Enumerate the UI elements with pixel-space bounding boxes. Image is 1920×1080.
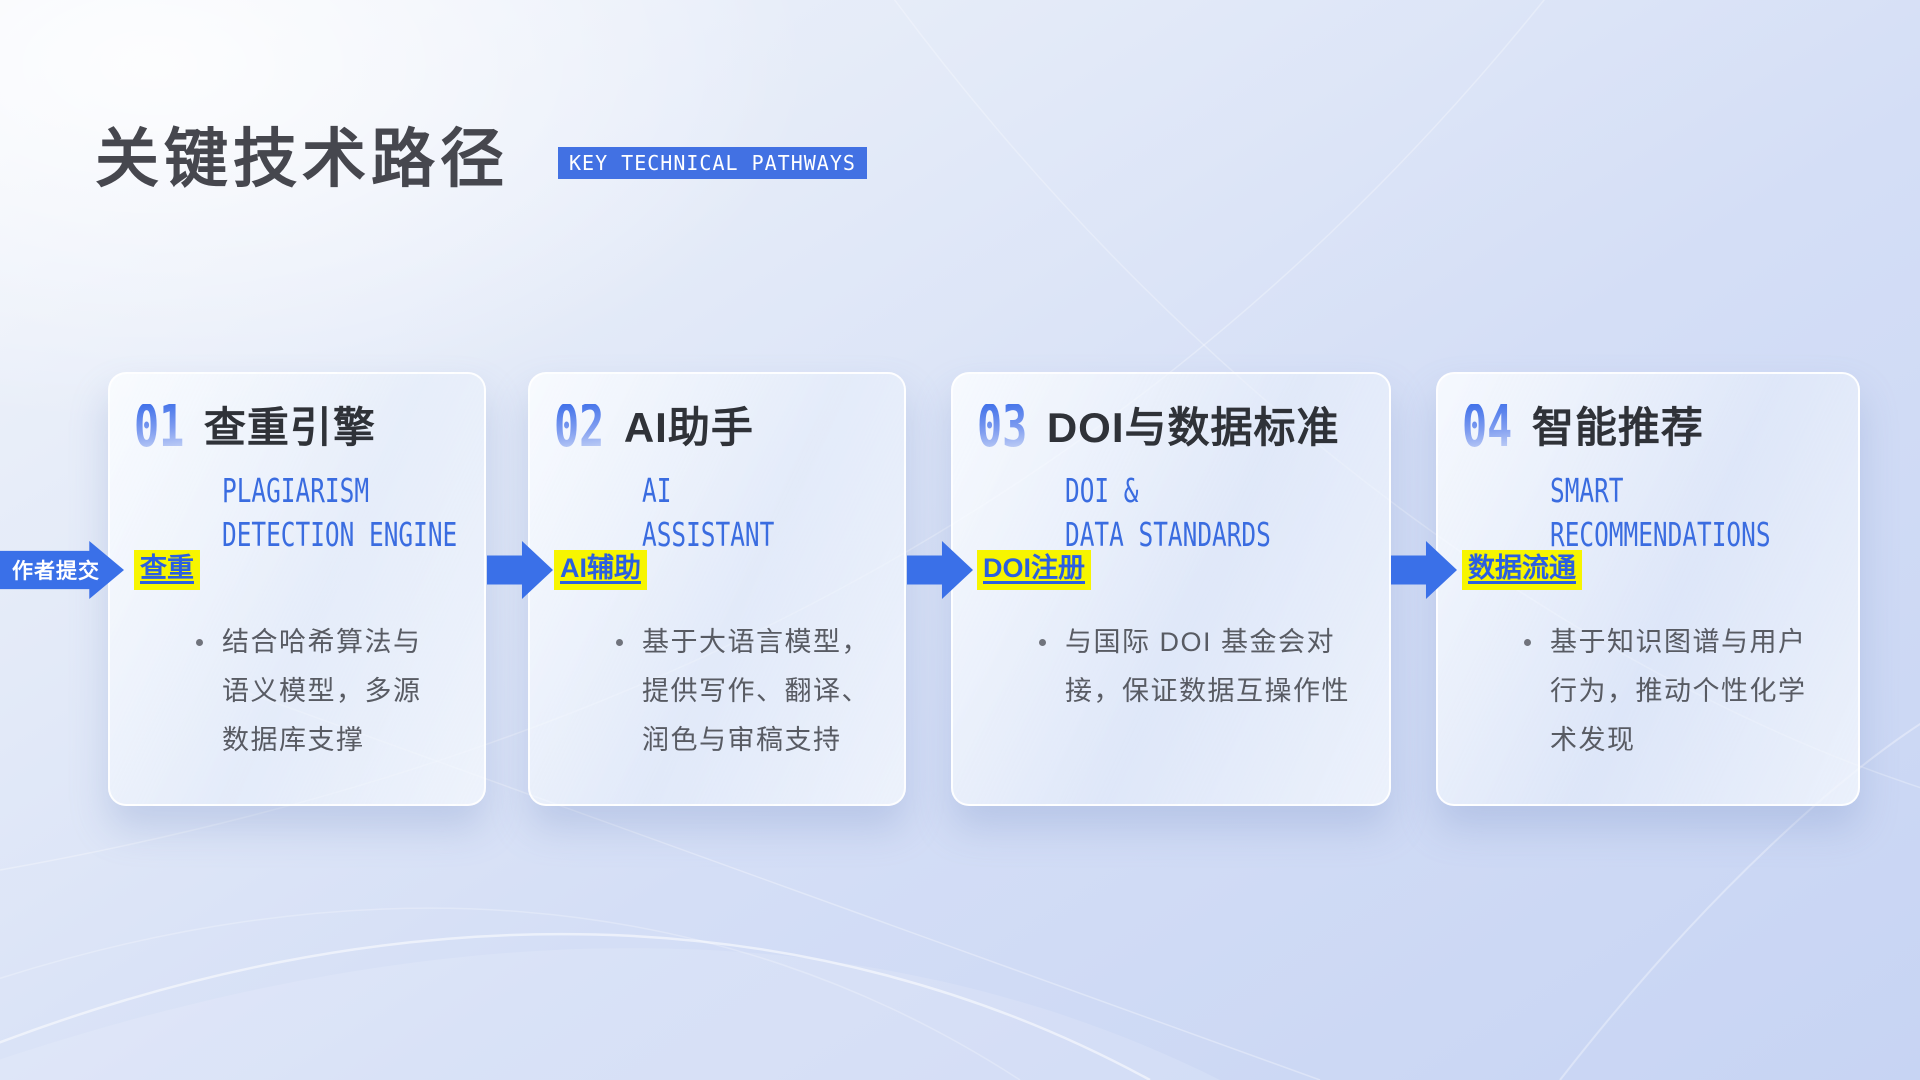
card-subtitle-line: PLAGIARISM [222,471,370,511]
step-card-smart-recommendations: 04 智能推荐 SMART RECOMMENDATIONS 数据流通 基于知识图… [1436,372,1860,806]
card-header: 02 AI助手 [554,392,904,460]
card-title: 智能推荐 [1531,404,1704,452]
highlight-tag: AI辅助 [554,550,647,591]
bullet-dot-icon [1039,639,1046,646]
bullet-text: 基于知识图谱与用户行为，推动个性化学术发现 [1550,627,1807,755]
bullet-text: 结合哈希算法与语义模型，多源数据库支撑 [222,627,422,755]
card-subtitle-line: DOI & [1065,471,1139,511]
bullet-text: 与国际 DOI 基金会对接，保证数据互操作性 [1065,627,1350,706]
bullet-dot-icon [196,639,203,646]
step-number: 01 [134,392,185,460]
step-number: 03 [977,392,1028,460]
card-subtitle-line: SMART [1550,471,1624,511]
bullet-dot-icon [1524,639,1531,646]
card-bullet: 基于知识图谱与用户行为，推动个性化学术发现 [1524,618,1820,765]
card-subtitle-line: RECOMMENDATIONS [1550,515,1771,555]
card-header: 04 智能推荐 [1462,392,1858,460]
entry-arrow-label: 作者提交 [12,560,100,583]
card-header: 03 DOI与数据标准 [977,392,1389,460]
card-bullet: 基于大语言模型，提供写作、翻译、润色与审稿支持 [616,618,884,765]
card-title: AI助手 [623,404,754,452]
card-subtitle: PLAGIARISM DETECTION ENGINE [222,469,458,557]
card-subtitle-line: ASSISTANT [642,515,775,555]
card-subtitle: DOI & DATA STANDARDS [1065,469,1305,557]
card-title: 查重引擎 [203,404,376,452]
card-subtitle: AI ASSISTANT [642,469,836,557]
card-title: DOI与数据标准 [1046,404,1340,452]
step-number: 02 [554,392,605,460]
bullet-dot-icon [616,639,623,646]
step-number: 04 [1462,392,1513,460]
entry-arrow: 作者提交 [0,541,124,599]
page-title: 关键技术路径 [95,123,509,195]
card-subtitle-line: AI [642,471,672,511]
step-card-plagiarism-engine: 01 查重引擎 PLAGIARISM DETECTION ENGINE 查重 结… [108,372,486,806]
highlight-tag: 查重 [134,550,200,591]
card-subtitle-line: DATA STANDARDS [1065,515,1271,555]
highlight-tag: 数据流通 [1462,550,1582,591]
card-subtitle: SMART RECOMMENDATIONS [1550,469,1778,557]
card-bullet: 结合哈希算法与语义模型，多源数据库支撑 [196,618,436,765]
card-subtitle-line: DETECTION ENGINE [222,515,458,555]
title-badge: KEY TECHNICAL PATHWAYS [558,147,867,179]
step-card-doi-data-standards: 03 DOI与数据标准 DOI & DATA STANDARDS DOI注册 与… [951,372,1391,806]
card-header: 01 查重引擎 [134,392,484,460]
card-bullet: 与国际 DOI 基金会对接，保证数据互操作性 [1039,618,1365,716]
step-card-ai-assistant: 02 AI助手 AI ASSISTANT AI辅助 基于大语言模型，提供写作、翻… [528,372,906,806]
bullet-text: 基于大语言模型，提供写作、翻译、润色与审稿支持 [642,627,870,755]
highlight-tag: DOI注册 [977,550,1092,591]
